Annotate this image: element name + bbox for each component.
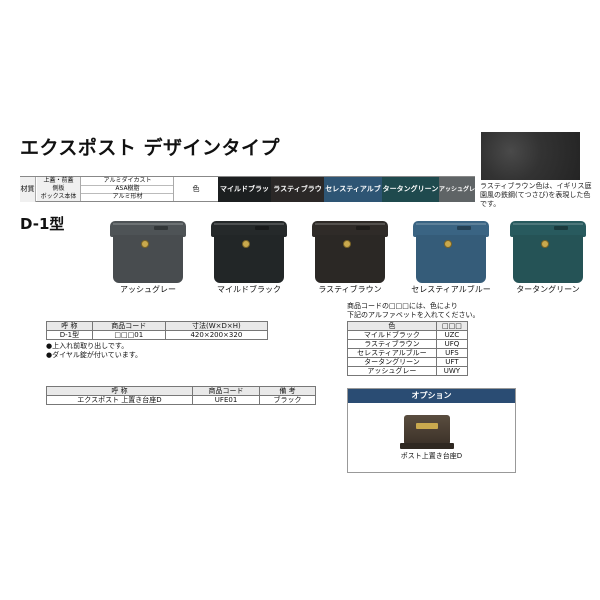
table-header: 商品コード — [191, 386, 261, 396]
product-caption: ラスティブラウン — [318, 285, 382, 294]
table-header-row: 呼 称 商品コード 備 考 — [46, 386, 316, 396]
dial-lock-icon — [541, 240, 549, 248]
spec-part-2: ボックス本体 — [37, 193, 81, 201]
option-header: オプション — [348, 389, 515, 403]
table-cell: □□□01 — [91, 330, 166, 340]
color-chip-rusty-brown: ラスティブラウン — [271, 177, 324, 218]
model-title: D-1型 — [20, 215, 65, 233]
product-image — [211, 221, 287, 285]
table-header: 寸法(W×D×H) — [164, 321, 269, 331]
material-label: 材質 — [20, 177, 36, 202]
table-cell: UFE01 — [191, 395, 261, 405]
pedestal-image — [404, 415, 450, 445]
product-image — [413, 221, 489, 285]
spec-material-1: ASA樹脂 — [82, 185, 174, 193]
table-cell: エクスポスト 上置き台座D — [46, 395, 193, 405]
color-chip-mild-black: マイルドブラック — [218, 177, 271, 218]
table-header-row: 呼 称 商品コード 寸法(W×D×H) — [46, 321, 269, 331]
dial-lock-icon — [343, 240, 351, 248]
color-chip-tartan-green: タータングリーン — [382, 177, 439, 202]
table-cell: 420×200×320 — [164, 330, 269, 340]
table-header: 商品コード — [91, 321, 166, 331]
code-note-line: 商品コードの□□□には、色により — [347, 302, 458, 310]
table-cell: UFS — [435, 348, 469, 358]
spec-divider — [37, 193, 174, 194]
nameplate — [416, 423, 438, 429]
option-caption: ポスト上置き台座D — [400, 452, 463, 460]
notes: ●上入れ前取り出しです。 ●ダイヤル錠が付いています。 — [46, 342, 142, 360]
table-header: 備 考 — [259, 386, 316, 396]
spec-part-0: 上蓋・前蓋 — [37, 177, 81, 185]
dial-lock-icon — [444, 240, 452, 248]
code-note: 商品コードの□□□には、色により 下記のアルファベットを入れてください。 — [347, 302, 480, 320]
color-chip-ash-gray: アッシュグレー — [439, 177, 475, 218]
table-cell: セレスティアルブルー — [347, 348, 437, 358]
spec-material-0: アルミダイカスト — [82, 177, 174, 185]
table-cell: UFQ — [435, 339, 469, 349]
post-lid — [211, 221, 287, 237]
post-lid — [510, 221, 586, 237]
table-cell: アッシュグレー — [347, 366, 437, 376]
swatch-note: ラスティブラウン色は、イギリス庭園風の鉄鋼(てつさび)を表現した色です。 — [480, 182, 592, 208]
note-item: ●上入れ前取り出しです。 — [46, 342, 129, 350]
post-lid — [413, 221, 489, 237]
table-row: エクスポスト 上置き台座D UFE01 ブラック — [46, 395, 316, 405]
note-item: ●ダイヤル錠が付いています。 — [46, 351, 142, 359]
product-image — [312, 221, 388, 285]
product-caption: タータングリーン — [516, 285, 580, 294]
table-cell: D-1型 — [46, 330, 93, 340]
page-title: エクスポスト デザインタイプ — [20, 137, 281, 159]
code-note-line: 下記のアルファベットを入れてください。 — [347, 311, 480, 319]
product-image — [510, 221, 586, 285]
product-image — [110, 221, 186, 285]
table-cell: UWY — [435, 366, 469, 376]
table-header: □□□ — [435, 321, 469, 331]
table-cell: UZC — [435, 330, 469, 340]
pedestal-base — [400, 443, 454, 449]
spec-divider — [37, 185, 174, 186]
dial-lock-icon — [141, 240, 149, 248]
spec-part-1: 側板 — [37, 185, 81, 193]
option-table: 呼 称 商品コード 備 考 エクスポスト 上置き台座D UFE01 ブラック — [46, 386, 316, 405]
spec-material-2: アルミ形材 — [82, 193, 174, 201]
spec-bar: 材質 上蓋・前蓋 アルミダイカスト 側板 ASA樹脂 ボックス本体 アルミ形材 … — [20, 176, 475, 218]
table-cell: UFT — [435, 357, 469, 367]
table-header: 呼 称 — [46, 386, 193, 396]
table-header: 呼 称 — [46, 321, 93, 331]
table-cell: ラスティブラウン — [347, 339, 437, 349]
post-lid — [110, 221, 186, 237]
product-caption: アッシュグレー — [120, 285, 176, 294]
table-row: D-1型 □□□01 420×200×320 — [46, 330, 269, 340]
product-caption: マイルドブラック — [217, 285, 281, 294]
table-header-row: 色 □□□ — [347, 321, 469, 331]
product-spec-table: 呼 称 商品コード 寸法(W×D×H) D-1型 □□□01 420×200×3… — [46, 321, 269, 340]
product-caption: セレスティアルブルー — [411, 285, 491, 294]
table-cell: タータングリーン — [347, 357, 437, 367]
option-box: オプション ポスト上置き台座D — [347, 388, 516, 473]
table-cell: マイルドブラック — [347, 330, 437, 340]
post-lid — [312, 221, 388, 237]
dial-lock-icon — [242, 240, 250, 248]
color-label: 色 — [192, 185, 200, 193]
rusty-brown-texture-swatch — [481, 132, 580, 180]
table-cell: ブラック — [259, 395, 316, 405]
color-chip-celestial-blue: セレスティアルブルー — [324, 177, 382, 218]
table-header: 色 — [347, 321, 437, 331]
